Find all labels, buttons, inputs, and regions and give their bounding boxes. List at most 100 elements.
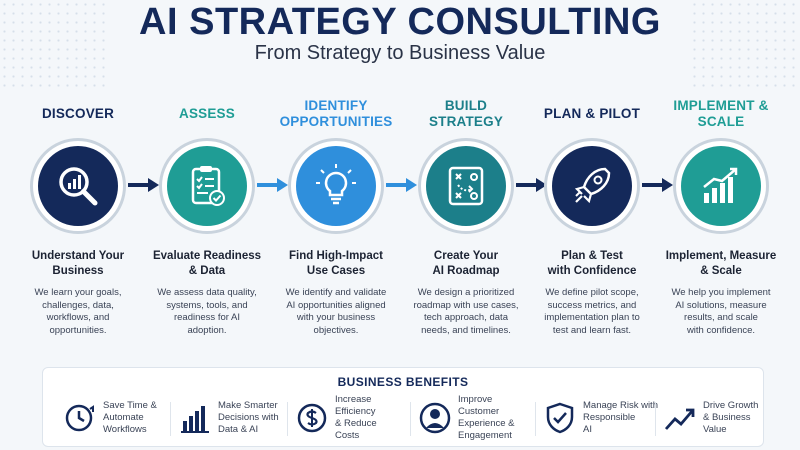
benefit-text-line: Costs (335, 430, 360, 441)
step-description-line: We learn your goals, (34, 287, 122, 298)
step-description-line: adoption. (187, 324, 227, 336)
decorative-dots-left (0, 0, 110, 90)
benefit-text-line: Drive Growth (703, 400, 759, 411)
magnifier-chart-icon (38, 146, 118, 226)
benefit-text-line: Manage Risk with (583, 400, 658, 411)
growth-chart-icon (681, 146, 761, 226)
benefit-divider (535, 402, 536, 436)
step-subtitle-line: & Scale (700, 265, 742, 277)
step-description-line: AI opportunities aligned (286, 299, 386, 311)
step-description-line: AI solutions, measure (675, 299, 767, 311)
step-description: We assess data quality,systems, tools, a… (147, 287, 267, 337)
dollar-icon (295, 401, 329, 435)
page-subtitle: From Strategy to Business Value (254, 42, 546, 64)
benefit-text-line: & Reduce (335, 418, 377, 429)
step-description-line: We help you implement (671, 287, 771, 298)
shield-check-icon (543, 401, 577, 435)
step-subtitle-line: & Data (188, 265, 226, 277)
step-circle (159, 138, 255, 234)
step-description-line: opportunities. (49, 324, 107, 336)
benefit-text-line: Experience & (458, 418, 515, 429)
process-step: ASSESS Evaluate Readiness & Data We assess … (147, 92, 267, 337)
arrow-right-icon (384, 177, 418, 193)
step-title: PLAN & PILOT (532, 92, 652, 136)
benefit-text-line: Make Smarter (218, 400, 278, 411)
step-description: We define pilot scope,success metrics, a… (532, 287, 652, 337)
benefit-text-line: AI (583, 424, 592, 435)
step-description-line: readiness for AI (173, 312, 240, 323)
benefit-divider (410, 402, 411, 436)
step-circle (288, 138, 384, 234)
step-description-line: success metrics, and (547, 299, 637, 311)
benefit-divider (655, 402, 656, 436)
step-subtitle-line: Business (52, 265, 104, 277)
step-title-line: IMPLEMENT & (673, 98, 769, 113)
arrow-right-icon (255, 177, 289, 193)
page-title: AI STRATEGY CONSULTING (139, 1, 661, 43)
arrow-right-icon (514, 177, 548, 193)
benefit-text-line: Increase Efficiency (335, 394, 376, 417)
lightbulb-icon (296, 146, 376, 226)
step-subtitle-line: Use Cases (306, 265, 366, 277)
step-subtitle-line: Create Your (433, 250, 499, 262)
step-description-line: implementation plan to (544, 312, 640, 323)
step-subtitle: Plan & Test with Confidence (532, 249, 652, 279)
step-title-line: DISCOVER (41, 106, 115, 121)
benefit-text-line: & Business (703, 412, 751, 423)
rocket-icon (552, 146, 632, 226)
step-subtitle-line: Plan & Test (561, 250, 623, 262)
step-description: We learn your goals,challenges, data,wor… (18, 287, 138, 337)
strategy-board-icon (426, 146, 506, 226)
step-subtitle-line: Evaluate Readiness (152, 250, 262, 262)
step-subtitle-line: Find High-Impact (289, 250, 383, 262)
benefit-text-line: Save Time & (103, 400, 157, 411)
step-description-line: challenges, data, (42, 299, 114, 311)
step-subtitle: Evaluate Readiness & Data (147, 249, 267, 279)
clipboard-check-icon (167, 146, 247, 226)
decorative-dots-right (690, 0, 800, 90)
step-subtitle-line: Implement, Measure (665, 250, 777, 262)
step-subtitle: Implement, Measure & Scale (661, 249, 781, 279)
step-subtitle-line: with Confidence (547, 265, 637, 277)
benefit-text-line: Engagement (458, 430, 512, 441)
step-description-line: We design a prioritized (417, 287, 515, 298)
clock-icon (63, 401, 97, 435)
benefit-text-line: Automate (103, 412, 144, 423)
step-description-line: We define pilot scope, (545, 287, 639, 298)
step-circle (544, 138, 640, 234)
process-step: IMPLEMENT &SCALE Implement, Measure & Scal… (661, 92, 781, 337)
step-title: ASSESS (147, 92, 267, 136)
step-description-line: We assess data quality, (157, 287, 257, 298)
bar-chart-icon (178, 401, 212, 435)
step-description-line: test and learn fast. (552, 324, 632, 336)
benefit-text-line: Value (703, 424, 727, 435)
benefit-divider (170, 402, 171, 436)
benefit-text-line: Decisions with (218, 412, 279, 423)
step-title-line: PLAN & PILOT (543, 106, 641, 121)
step-title-line: IDENTIFY (304, 98, 368, 113)
benefit-divider (287, 402, 288, 436)
step-description-line: tech approach, data (424, 312, 508, 323)
step-subtitle-line: Understand Your (31, 250, 125, 262)
step-description-line: roadmap with use cases, (413, 299, 519, 311)
customer-icon (418, 401, 452, 435)
step-title-line: SCALE (697, 114, 745, 129)
